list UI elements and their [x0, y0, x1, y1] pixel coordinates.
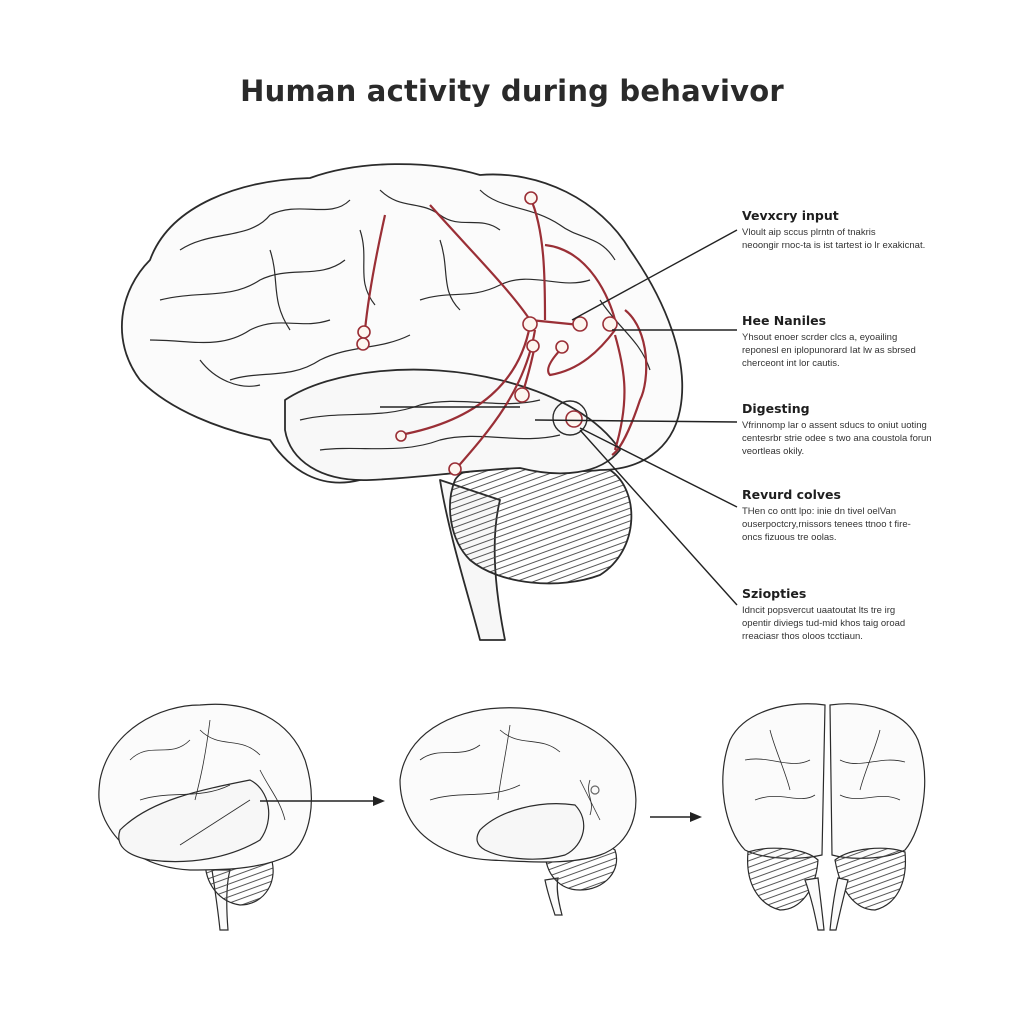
annotation-heading: Hee Naniles [742, 313, 827, 328]
annotation-line: Yhsout enoer scrder clcs a, eyoailing [742, 332, 898, 343]
leader-lines [380, 229, 738, 606]
annotation-line: Vloult aip sccus plrntn of tnakris [742, 227, 876, 238]
bottom-brain-inferior [722, 703, 926, 931]
annotation-line: ouserpoctcry,rnissors tenees ttnoo t fir… [742, 519, 911, 530]
annotation-line: Vfrinnomp lar o assent sducs to oniut uo… [742, 420, 927, 431]
annotation-line: veortleas okily. [742, 446, 805, 457]
annotation-line: centesrbr strie odee s two ana coustola … [742, 433, 932, 444]
annotation-heading: Sziopties [742, 586, 807, 601]
annotation-line: opentir diviegs tud-mid khos taig oroad [742, 618, 906, 629]
annotation-digesting: Digesting Vfrinnomp lar o assent sducs t… [742, 401, 972, 458]
arrow-icon [650, 812, 702, 822]
annotation-line: oncs fizuous tre oolas. [742, 532, 837, 543]
annotation-line: rreaciasr thos oloos tcctiaun. [742, 631, 863, 642]
bottom-brain-lateral [98, 703, 312, 931]
activity-nodes [356, 191, 618, 476]
arrow-icon [260, 796, 385, 806]
annotation-line: reponesl en iplopunorard Iat lw as sbrse… [742, 345, 916, 356]
annotation-hee-naniles: Hee Naniles Yhsout enoer scrder clcs a, … [742, 313, 972, 370]
annotation-heading: Digesting [742, 401, 810, 416]
annotation-reward-circuits: Revurd colves THen co ontt lpo: inie dn … [742, 487, 972, 544]
main-brain-illustration [120, 163, 684, 641]
annotation-sensory-input: Vevxcry input Vloult aip sccus plrntn of… [742, 208, 972, 252]
annotation-line: Idncit popsvercut uaatoutat lts tre irg [742, 605, 896, 616]
annotation-line: THen co ontt lpo: inie dn tivel oelVan [742, 506, 897, 517]
annotation-heading: Revurd colves [742, 487, 841, 502]
annotation-heading: Vevxcry input [742, 208, 839, 223]
annotation-line: cherceont int lor cautis. [742, 358, 840, 369]
annotation-synapses: Sziopties Idncit popsvercut uaatoutat lt… [742, 586, 972, 643]
bottom-brain-three-quarter [399, 707, 637, 916]
diagram-title: Human activity during behavivor [240, 74, 784, 108]
annotation-line: neoongir rnoc-ta is ist tartest io lr ex… [742, 240, 926, 251]
target-region-ring [552, 400, 588, 436]
